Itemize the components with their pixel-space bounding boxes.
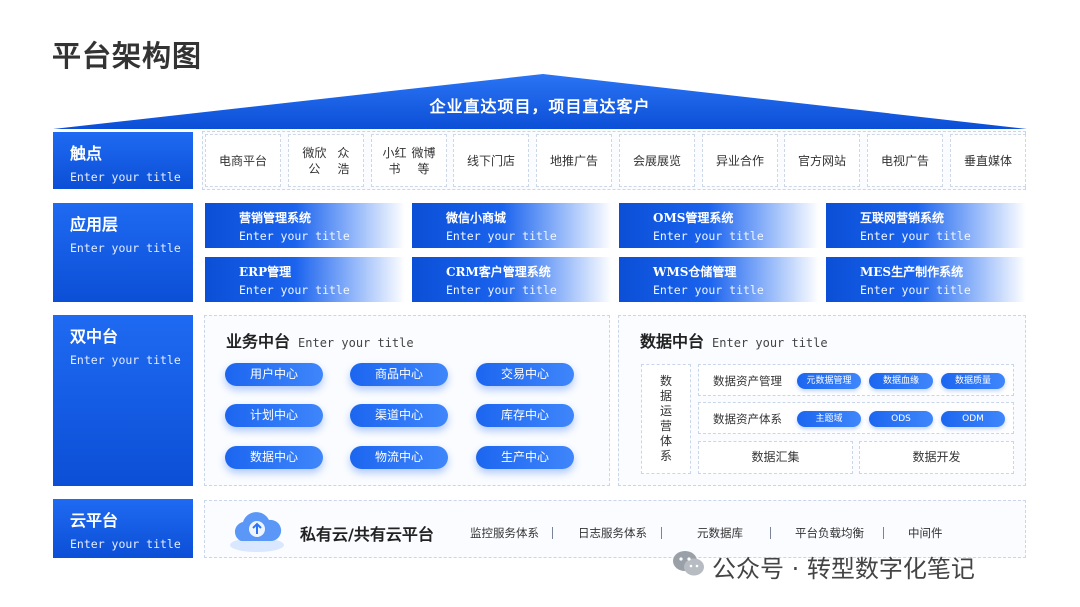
app-card: CRM客户管理系统 Enter your title xyxy=(412,257,612,302)
asset-mgmt-label: 数据资产管理 xyxy=(713,374,782,388)
business-center-item: 渠道中心 xyxy=(350,404,448,427)
business-center-item: 数据中心 xyxy=(225,446,323,469)
touchpoint-card: 小红书微博等 xyxy=(371,134,447,187)
app-card-title: 微信小商城 xyxy=(446,211,507,225)
layer-label-cloud: 云平台 Enter your title xyxy=(53,499,193,558)
app-card-subtitle: Enter your title xyxy=(860,283,971,297)
data-ops-label: 数据运营体系 xyxy=(659,374,672,463)
app-card: ERP管理 Enter your title xyxy=(205,257,405,302)
data-ops-box: 数据运营体系 xyxy=(641,364,691,474)
asset-system-item: ODS xyxy=(869,411,933,427)
app-card-title: 互联网营销系统 xyxy=(860,211,945,225)
layer-label-dual: 双中台 Enter your title xyxy=(53,315,193,486)
business-center-item: 物流中心 xyxy=(350,446,448,469)
asset-system-item: ODM xyxy=(941,411,1005,427)
app-card-subtitle: Enter your title xyxy=(239,229,350,243)
layer-title: 云平台 xyxy=(70,511,119,530)
layer-title: 双中台 xyxy=(70,327,119,346)
cloud-item: 平台负载均衡 xyxy=(795,526,864,540)
cloud-separator xyxy=(883,527,884,539)
cloud-separator xyxy=(552,527,553,539)
app-card-subtitle: Enter your title xyxy=(860,229,971,243)
data-center-subtitle: Enter your title xyxy=(712,336,828,350)
app-card-subtitle: Enter your title xyxy=(446,283,557,297)
app-card-title: 营销管理系统 xyxy=(239,211,312,225)
business-center-item: 交易中心 xyxy=(476,363,574,386)
app-card-subtitle: Enter your title xyxy=(653,283,764,297)
cloud-item: 日志服务体系 xyxy=(578,526,647,540)
touchpoint-card: 官方网站 xyxy=(784,134,860,187)
business-center-item: 库存中心 xyxy=(476,404,574,427)
asset-mgmt-row: 数据资产管理 元数据管理 数据血缘 数据质量 xyxy=(698,364,1014,396)
app-card: 营销管理系统 Enter your title xyxy=(205,203,405,248)
touchpoint-card: 线下门店 xyxy=(453,134,529,187)
layer-subtitle: Enter your title xyxy=(70,537,181,551)
asset-system-item: 主题域 xyxy=(797,411,861,427)
touchpoint-card: 电视广告 xyxy=(867,134,943,187)
touchpoint-card: 垂直媒体 xyxy=(950,134,1026,187)
app-card: 微信小商城 Enter your title xyxy=(412,203,612,248)
page-title: 平台架构图 xyxy=(52,39,203,73)
app-card: MES生产制作系统 Enter your title xyxy=(826,257,1026,302)
app-card: 互联网营销系统 Enter your title xyxy=(826,203,1026,248)
app-card-subtitle: Enter your title xyxy=(239,283,350,297)
asset-mgmt-item: 数据血缘 xyxy=(869,373,933,389)
business-center-item: 商品中心 xyxy=(350,363,448,386)
app-card-subtitle: Enter your title xyxy=(446,229,557,243)
layer-subtitle: Enter your title xyxy=(70,170,181,184)
app-card-title: ERP管理 xyxy=(239,265,292,279)
layer-label-app: 应用层 Enter your title xyxy=(53,203,193,302)
layer-subtitle: Enter your title xyxy=(70,353,181,367)
asset-system-row: 数据资产体系 主题域 ODS ODM xyxy=(698,402,1014,434)
data-develop-box: 数据开发 xyxy=(859,441,1014,474)
layer-title: 触点 xyxy=(70,144,103,163)
business-center-item: 用户中心 xyxy=(225,363,323,386)
asset-mgmt-item: 元数据管理 xyxy=(797,373,861,389)
cloud-item: 中间件 xyxy=(908,526,943,540)
app-card-title: MES生产制作系统 xyxy=(860,265,964,279)
cloud-platform-title: 私有云/共有云平台 xyxy=(300,525,434,544)
app-card-title: WMS仓储管理 xyxy=(653,265,737,279)
touchpoint-card: 微欣公众浩 xyxy=(288,134,364,187)
layer-label-touch: 触点 Enter your title xyxy=(53,132,193,189)
app-card: WMS仓储管理 Enter your title xyxy=(619,257,819,302)
cloud-upload-icon xyxy=(230,512,284,552)
data-collect-box: 数据汇集 xyxy=(698,441,853,474)
asset-mgmt-item: 数据质量 xyxy=(941,373,1005,389)
touchpoint-card: 会展展览 xyxy=(619,134,695,187)
roof-banner xyxy=(53,74,1027,129)
cloud-separator xyxy=(770,527,771,539)
layer-title: 应用层 xyxy=(70,215,119,234)
touchpoint-card: 电商平台 xyxy=(205,134,281,187)
wechat-icon xyxy=(673,551,704,576)
cloud-item: 监控服务体系 xyxy=(470,526,539,540)
cloud-separator xyxy=(661,527,662,539)
layer-subtitle: Enter your title xyxy=(70,241,181,255)
touchpoint-card: 异业合作 xyxy=(702,134,778,187)
watermark: 公众号 · 转型数字化笔记 xyxy=(712,555,975,583)
app-card-title: OMS管理系统 xyxy=(653,211,734,225)
asset-system-label: 数据资产体系 xyxy=(713,412,782,426)
cloud-item: 元数据库 xyxy=(697,526,743,540)
business-center-subtitle: Enter your title xyxy=(298,336,414,350)
app-card: OMS管理系统 Enter your title xyxy=(619,203,819,248)
app-card-subtitle: Enter your title xyxy=(653,229,764,243)
touchpoint-card: 地推广告 xyxy=(536,134,612,187)
business-center-item: 计划中心 xyxy=(225,404,323,427)
app-card-title: CRM客户管理系统 xyxy=(446,265,551,279)
roof-slogan: 企业直达项目，项目直达客户 xyxy=(429,97,651,116)
business-center-item: 生产中心 xyxy=(476,446,574,469)
cloud-panel xyxy=(204,500,1026,558)
